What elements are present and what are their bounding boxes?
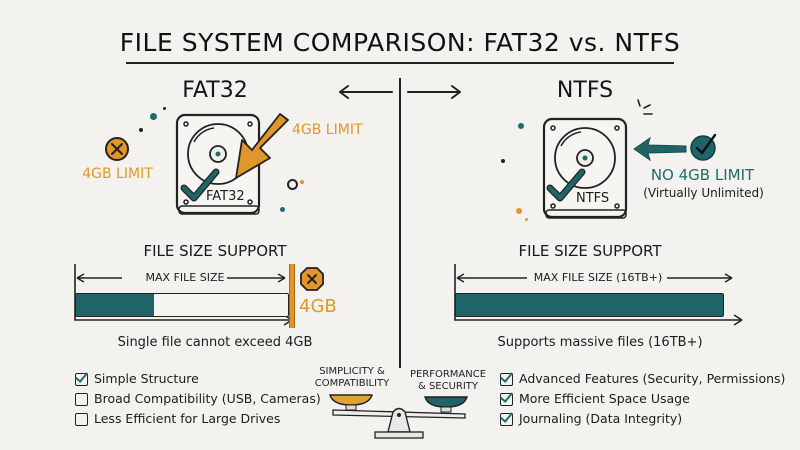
feature-label: Journaling (Data Integrity) (519, 411, 683, 426)
ntfs-limit-sublabel: (Virtually Unlimited) (643, 186, 764, 200)
decor-dot (516, 208, 522, 214)
title-underline (126, 62, 674, 64)
feature-label: Less Efficient for Large Drives (94, 411, 281, 426)
decor-dot (163, 107, 166, 110)
feature-item: More Efficient Space Usage (500, 389, 785, 409)
fat32-drive-label: FAT32 (206, 189, 245, 204)
feature-label: Broad Compatibility (USB, Cameras) (94, 391, 321, 406)
decor-dot (280, 207, 285, 212)
ntfs-feature-list: Advanced Features (Security, Permissions… (500, 369, 785, 429)
feature-label: More Efficient Space Usage (519, 391, 690, 406)
decor-ring (287, 179, 298, 190)
fat32-limit-marker-label: 4GB (299, 296, 337, 317)
feature-item: Broad Compatibility (USB, Cameras) (75, 389, 321, 409)
fat32-arrow-limit-label: 4GB LIMIT (292, 122, 363, 138)
ntfs-bar-label: MAX FILE SIZE (16TB+) (533, 271, 663, 284)
ntfs-section-title: FILE SIZE SUPPORT (518, 242, 662, 260)
feature-item: Advanced Features (Security, Permissions… (500, 369, 785, 389)
x-octagon-icon (300, 267, 324, 291)
checkbox-checked[interactable] (75, 372, 88, 386)
decor-dot (501, 159, 505, 163)
fat32-bar-label: MAX FILE SIZE (145, 271, 225, 284)
fat32-limit-label: 4GB LIMIT (82, 166, 153, 182)
decor-dot (525, 218, 528, 221)
fat32-section-title: FILE SIZE SUPPORT (143, 242, 287, 260)
fat32-size-bar-fill (76, 294, 155, 316)
ntfs-size-bar-fill (456, 294, 723, 316)
feature-item: Less Efficient for Large Drives (75, 409, 321, 429)
balance-right-label: PERFORMANCE & SECURITY (408, 369, 488, 393)
ntfs-limit-label: NO 4GB LIMIT (650, 166, 755, 184)
checkbox-checked[interactable] (500, 372, 513, 386)
balance-scale-icon (329, 394, 468, 439)
fat32-feature-list: Simple Structure Broad Compatibility (US… (75, 369, 321, 429)
balance-left-line2: COMPATIBILITY (314, 378, 390, 389)
balance-right-line2: & SECURITY (417, 381, 479, 392)
feature-label: Advanced Features (Security, Permissions… (519, 371, 786, 386)
fat32-heading: FAT32 (182, 78, 248, 103)
decor-dot (300, 180, 304, 184)
fat32-caption: Single file cannot exceed 4GB (117, 335, 313, 350)
feature-label: Simple Structure (94, 371, 199, 386)
checkbox-checked[interactable] (500, 392, 513, 406)
decor-dot (150, 113, 157, 120)
checkbox-checked[interactable] (500, 412, 513, 426)
teal-arrow-icon (633, 136, 687, 162)
feature-item: Simple Structure (75, 369, 321, 389)
ntfs-drive-label: NTFS (576, 191, 610, 206)
decor-dot (518, 123, 524, 129)
limit-marker-line (289, 264, 295, 328)
fat32-size-bar (75, 293, 289, 317)
sparkle-icon (637, 99, 653, 115)
balance-left-label: SIMPLICITY & COMPATIBILITY (312, 366, 392, 390)
balance-right-line1: PERFORMANCE (409, 369, 487, 380)
checkmark-icon (546, 168, 586, 202)
decor-dot (139, 128, 143, 132)
center-divider (399, 78, 401, 368)
ntfs-axis (454, 264, 743, 326)
checkbox-unchecked[interactable] (75, 412, 88, 426)
check-circle-icon (690, 133, 717, 161)
ntfs-caption: Supports massive files (16TB+) (497, 335, 703, 350)
limit-arrow-icon (235, 113, 289, 179)
x-circle-icon (105, 137, 129, 161)
double-arrow-icon (339, 85, 461, 99)
ntfs-size-bar (455, 293, 724, 317)
page-title: FILE SYSTEM COMPARISON: FAT32 vs. NTFS (119, 28, 681, 57)
checkbox-unchecked[interactable] (75, 392, 88, 406)
ntfs-heading: NTFS (556, 78, 614, 103)
feature-item: Journaling (Data Integrity) (500, 409, 785, 429)
balance-left-line1: SIMPLICITY & (319, 366, 385, 377)
checkmark-icon (180, 168, 220, 202)
